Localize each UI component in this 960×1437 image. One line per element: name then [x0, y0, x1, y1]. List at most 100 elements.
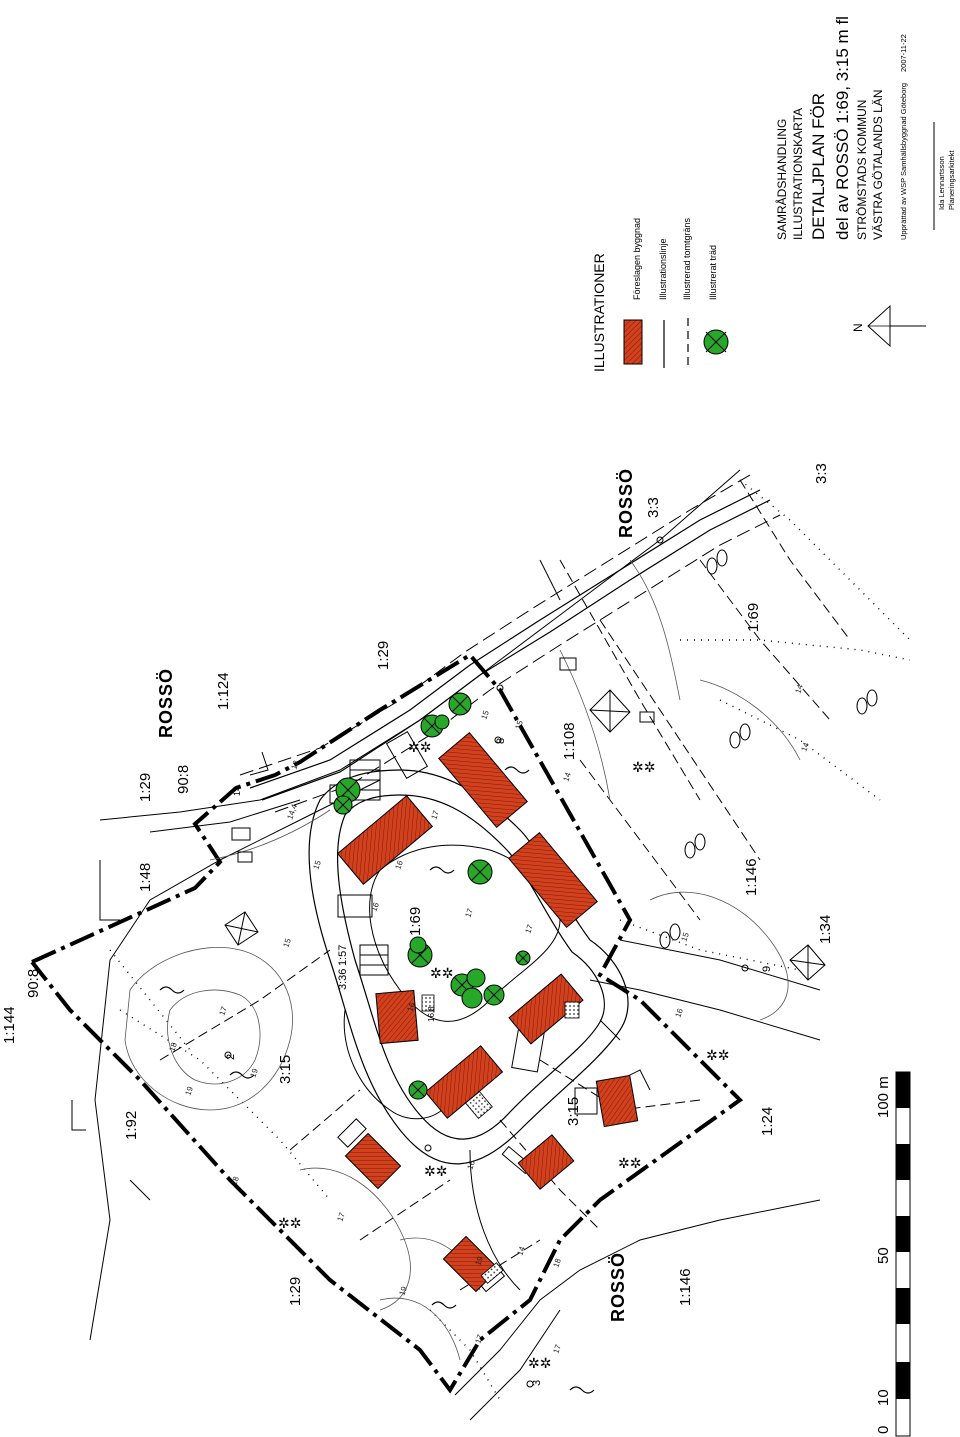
- proposed-building: [336, 795, 434, 885]
- svg-text:17: 17: [473, 1333, 485, 1345]
- legend-item-line: Illustrationslinje: [658, 238, 668, 368]
- svg-text:15: 15: [311, 859, 323, 871]
- svg-text:16: 16: [465, 1159, 477, 1171]
- svg-text:14: 14: [561, 771, 573, 783]
- svg-text:14: 14: [793, 683, 805, 695]
- proposed-building: [595, 1074, 639, 1128]
- existing-building-b: [589, 689, 631, 733]
- legend-item-building: Föreslagen byggnad: [623, 218, 643, 365]
- title-type: ILLUSTRATIONSKARTA: [791, 108, 805, 240]
- svg-text:15: 15: [479, 709, 491, 721]
- proposed-building: [508, 973, 584, 1045]
- proposed-building: [438, 731, 528, 829]
- svg-text:✲✲: ✲✲: [278, 1216, 301, 1232]
- svg-text:19: 19: [183, 1085, 195, 1097]
- svg-text:✲✲: ✲✲: [528, 1356, 551, 1372]
- svg-text:17: 17: [217, 1005, 229, 1017]
- svg-text:✲✲: ✲✲: [408, 740, 431, 756]
- legend-heading: ILLUSTRATIONER: [591, 253, 607, 372]
- scale-bar-label: 10: [875, 1389, 892, 1406]
- parcel-label: 3:15: [277, 1055, 294, 1084]
- parcel-label: 1:124: [215, 672, 232, 710]
- legend-item-tree: Illustrerat träd: [703, 245, 729, 355]
- scale-bar: 0 10 50 100 m: [875, 1071, 911, 1437]
- parcel-label: 90:8: [175, 765, 192, 794]
- proposed-building: [344, 1132, 402, 1190]
- title-status: SAMRÅDSHANDLING: [774, 119, 789, 240]
- svg-text:✲✲: ✲✲: [618, 1156, 641, 1172]
- svg-text:16: 16: [393, 859, 405, 871]
- parcel-label: 90:8: [25, 969, 42, 998]
- north-label: N: [851, 323, 865, 332]
- svg-text:15: 15: [513, 719, 525, 731]
- svg-text:19: 19: [473, 1255, 485, 1267]
- tree-symbol: [434, 714, 450, 730]
- legend: ILLUSTRATIONER Föreslagen byggnad Illust…: [591, 217, 729, 372]
- svg-text:19: 19: [248, 1067, 260, 1079]
- tree-symbol: [408, 1080, 428, 1100]
- proposed-building: [517, 1134, 575, 1190]
- tree-symbol: [466, 968, 486, 988]
- parcel-label: 1:69: [745, 603, 762, 632]
- svg-text:14: 14: [515, 1245, 527, 1257]
- parcel-label: 1:34: [817, 915, 834, 944]
- legend-item-lot-line: Illustrerad tomtgräns: [682, 217, 692, 370]
- parcel-label: 1:29: [287, 1277, 304, 1306]
- svg-text:14,4: 14,4: [285, 802, 299, 820]
- svg-text:8: 8: [495, 738, 507, 744]
- parcel-label: 1:146: [677, 1268, 694, 1306]
- tree-symbol: [461, 987, 483, 1009]
- parcel-label: 3:36: [337, 969, 349, 990]
- svg-text:18: 18: [551, 1257, 563, 1269]
- svg-text:Illustrerad tomtgräns: Illustrerad tomtgräns: [682, 217, 692, 300]
- title-municipality: STRÖMSTADS KOMMUN: [855, 100, 869, 240]
- svg-text:18: 18: [229, 1175, 241, 1187]
- svg-text:15: 15: [281, 937, 293, 949]
- proposed-building: [375, 989, 419, 1045]
- parcel-label: ROSSÖ: [608, 1252, 628, 1322]
- plan-date: 2007-11-22: [899, 34, 908, 72]
- svg-text:16,8: 16,8: [427, 1006, 436, 1022]
- svg-text:17: 17: [523, 923, 535, 935]
- svg-text:3: 3: [531, 1380, 543, 1386]
- svg-text:17: 17: [335, 1211, 347, 1223]
- tree-symbol: [483, 984, 505, 1006]
- tree-symbol: [448, 692, 472, 716]
- existing-building-c: [789, 944, 826, 981]
- parcel-label: 1:48: [137, 863, 154, 892]
- svg-text:✲✲: ✲✲: [632, 760, 655, 776]
- prepared-by: Upprättad av WSP Samhällsbyggnad Götebor…: [899, 83, 908, 240]
- parcel-label: 1:108: [561, 722, 578, 760]
- parcel-label: 1:69: [407, 907, 424, 936]
- parcel-label: 1:24: [759, 1107, 776, 1136]
- proposed-building: [442, 1235, 500, 1293]
- parcel-label: ROSSÖ: [156, 668, 176, 738]
- parcel-label: 3:3: [813, 463, 830, 484]
- svg-text:Illustrationslinje: Illustrationslinje: [658, 238, 668, 300]
- parcel-label: ROSSÖ: [616, 468, 636, 538]
- scale-bar-label: 50: [875, 1247, 892, 1264]
- svg-text:Illustrerat träd: Illustrerat träd: [708, 245, 718, 300]
- svg-text:14: 14: [799, 741, 811, 753]
- title-county: VÄSTRA GÖTALANDS LÄN: [871, 90, 885, 241]
- svg-text:16: 16: [405, 1001, 417, 1013]
- parcel-label: 1:29: [375, 641, 392, 670]
- existing-building-a: [224, 911, 259, 946]
- svg-text:✲✲: ✲✲: [430, 966, 453, 982]
- north-arrow-icon: N: [851, 304, 926, 348]
- svg-text:17: 17: [551, 1343, 563, 1355]
- svg-text:2: 2: [225, 1054, 237, 1060]
- svg-text:9: 9: [761, 966, 773, 972]
- svg-text:14: 14: [232, 786, 242, 796]
- tree-symbol: [333, 795, 353, 815]
- parcel-label: 1:144: [1, 1006, 18, 1044]
- parcel-label: 1:57: [337, 945, 349, 966]
- svg-text:16: 16: [369, 901, 381, 913]
- svg-text:15: 15: [679, 931, 691, 943]
- proposed-buildings: [336, 731, 639, 1293]
- parcel-label: 3:3: [645, 497, 662, 518]
- parcel-label: 1:146: [743, 858, 760, 896]
- svg-text:19: 19: [397, 1285, 409, 1297]
- svg-text:✲✲: ✲✲: [424, 1164, 447, 1180]
